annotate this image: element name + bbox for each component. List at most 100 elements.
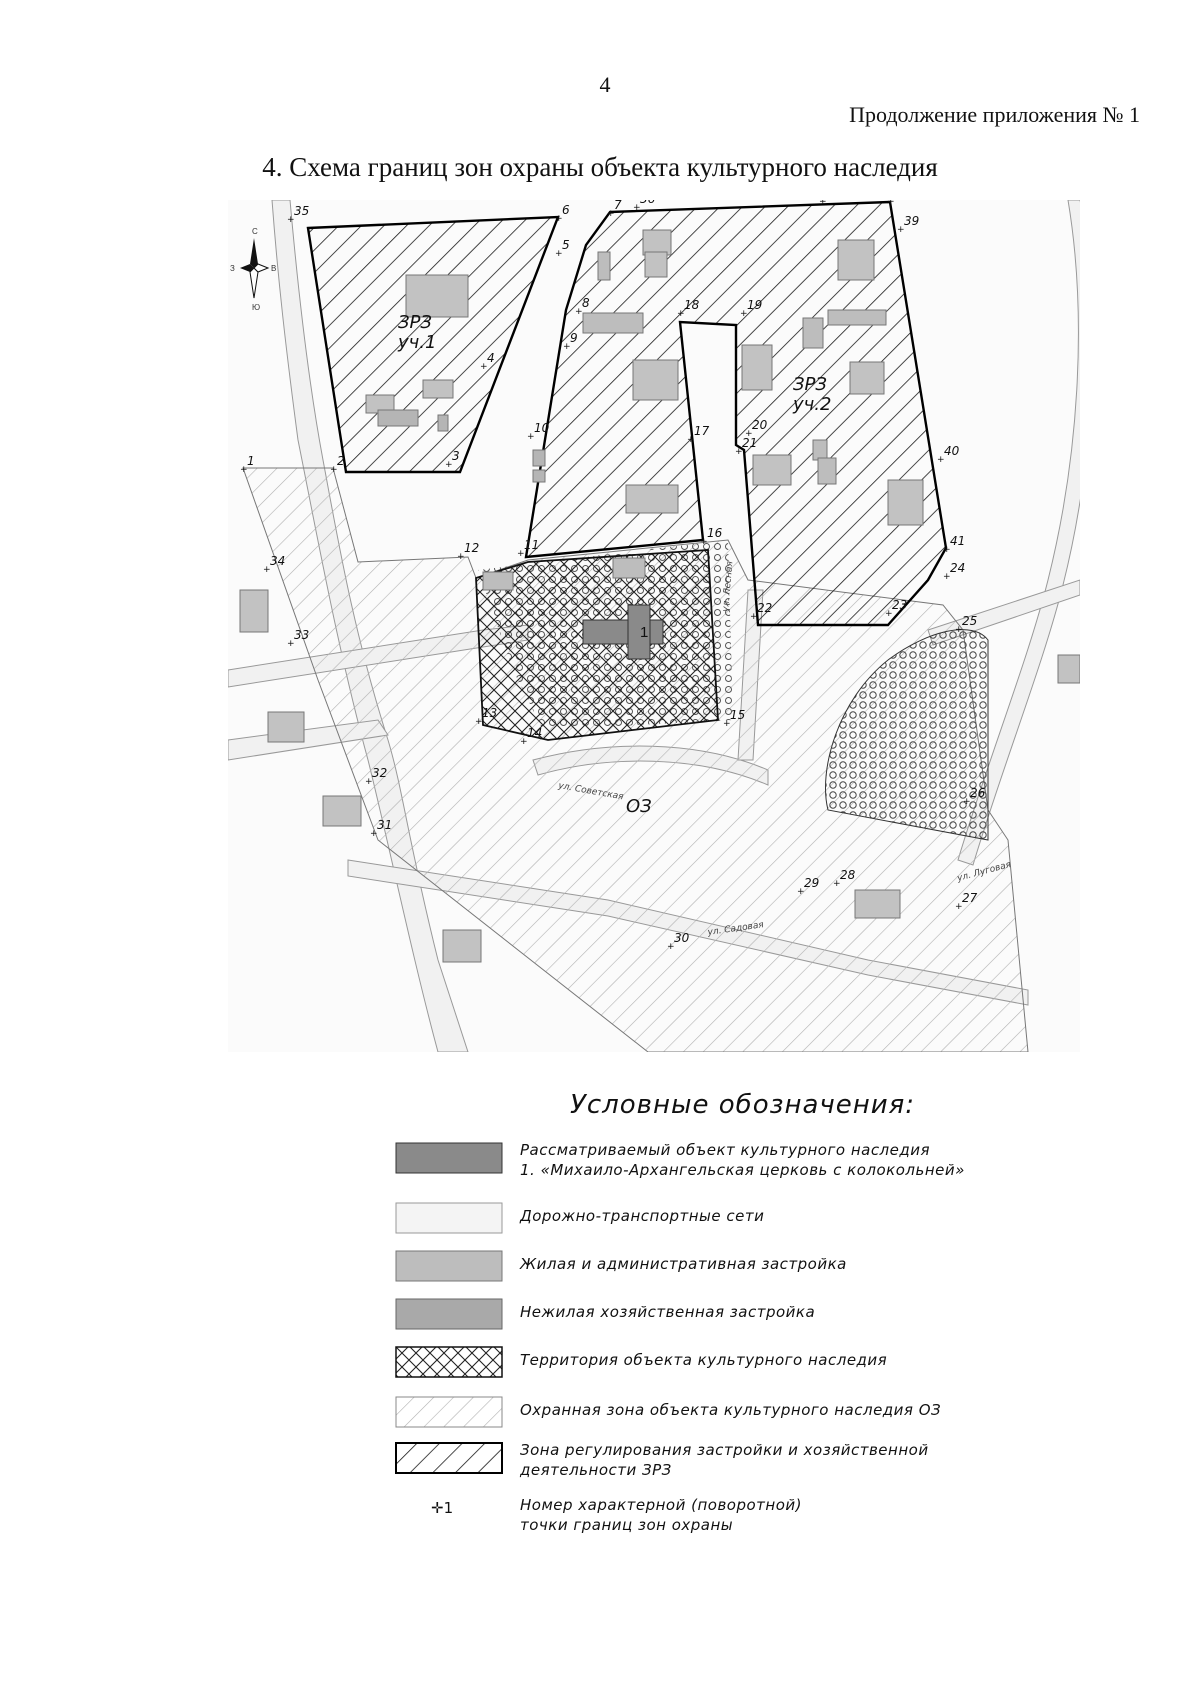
turning-point-label-11: 11	[524, 538, 539, 552]
turning-point-marker: +	[735, 447, 743, 457]
turning-point-marker: +	[365, 777, 373, 787]
map: 1 ЗРЗ уч.1 ЗРЗ уч.2 ОЗ ул. Советская ул.…	[228, 200, 1080, 1052]
turning-point-label-31: 31	[377, 818, 392, 832]
turning-point-marker: +	[240, 465, 248, 475]
legend-text-roads: Дорожно-транспортные сети	[520, 1207, 765, 1225]
turning-point-marker: +	[445, 460, 453, 470]
heritage-territory	[475, 549, 719, 741]
turning-point-marker: +	[480, 362, 488, 372]
zrz-1-label-line1: ЗРЗ	[398, 312, 432, 333]
legend-text-residential: Жилая и административная застройка	[520, 1255, 847, 1273]
turning-point-marker: +	[457, 552, 465, 562]
turning-point-marker: +	[797, 887, 805, 897]
turning-point-marker: +	[370, 829, 378, 839]
turning-point-marker: +	[520, 737, 528, 747]
turning-point-label-15: 15	[730, 708, 745, 722]
buildings	[239, 229, 1080, 963]
turning-point-label-4: 4	[487, 351, 495, 365]
legend-swatch-zrz	[395, 1442, 503, 1474]
turning-point-label-1: 1	[247, 454, 255, 468]
turning-point-marker: +	[667, 942, 675, 952]
turning-point-marker: +	[897, 225, 905, 235]
turning-point-label-40: 40	[944, 444, 960, 458]
turning-point-label-14: 14	[527, 726, 542, 740]
turning-point-marker: +	[287, 215, 295, 225]
compass-west: З	[230, 264, 235, 273]
turning-point-marker: +	[750, 612, 758, 622]
turning-point-marker: +	[563, 342, 571, 352]
legend-swatch-object	[395, 1142, 503, 1174]
turning-point-marker: +	[287, 639, 295, 649]
turning-point-marker: +	[833, 879, 841, 889]
legend-title: Условные обозначения:	[570, 1090, 916, 1120]
turning-point-label-27: 27	[962, 891, 978, 905]
turning-point-marker: +	[475, 717, 483, 727]
legend-text-oz: Охранная зона объекта культурного наслед…	[520, 1401, 942, 1419]
turning-point-label-5: 5	[562, 238, 570, 252]
turning-point-marker: +	[555, 249, 563, 259]
turning-point-label-28: 28	[840, 868, 856, 882]
turning-point-marker: +	[819, 200, 827, 207]
turning-point-label-17: 17	[694, 424, 710, 438]
compass-east: В	[271, 264, 276, 273]
turning-point-label-18: 18	[684, 298, 700, 312]
turning-point-label-35: 35	[294, 204, 309, 218]
turning-point-marker: +	[607, 209, 615, 219]
legend-text-object: Рассматриваемый объект культурного насле…	[520, 1141, 965, 1179]
legend-item-territory: Территория объекта культурного наследия	[395, 1344, 1035, 1384]
turning-point-label-33: 33	[294, 628, 309, 642]
turning-point-label-30: 30	[674, 931, 690, 945]
turning-point-marker: +	[575, 307, 583, 317]
turning-point-marker: +	[943, 545, 951, 555]
oz-label: ОЗ	[626, 796, 652, 817]
legend-item-object: Рассматриваемый объект культурного насле…	[395, 1140, 1035, 1180]
legend-text-point: Номер характерной (поворотной) точки гра…	[520, 1496, 802, 1534]
turning-point-label-39: 39	[904, 214, 919, 228]
turning-point-marker: +	[955, 902, 963, 912]
turning-point-marker: +	[677, 309, 685, 319]
turning-point-label-10: 10	[534, 421, 550, 435]
legend-text-territory: Территория объекта культурного наследия	[520, 1351, 888, 1369]
turning-point-marker: +	[943, 572, 951, 582]
legend-item-zrz: Зона регулирования застройки и хозяйстве…	[395, 1440, 1035, 1480]
turning-point-marker: +	[263, 565, 271, 575]
turning-point-label-6: 6	[562, 203, 570, 217]
legend-swatch-roads	[395, 1202, 503, 1234]
heritage-object-church	[582, 604, 664, 660]
legend-item-point: ✛1 Номер характерной (поворотной) точки …	[395, 1495, 1035, 1535]
turning-point-marker: +	[633, 203, 641, 213]
scheme-title: 4. Схема границ зон охраны объекта культ…	[262, 152, 938, 182]
compass-rose: С Ю В З	[230, 227, 276, 312]
turning-point-label-12: 12	[464, 541, 479, 555]
turning-point-marker: +	[555, 214, 563, 224]
legend-text-nonresidential: Нежилая хозяйственная застройка	[520, 1303, 816, 1321]
turning-point-icon: ✛1	[431, 1499, 454, 1517]
legend-item-roads: Дорожно-транспортные сети	[395, 1200, 1035, 1240]
legend-item-residential: Жилая и административная застройка	[395, 1248, 1035, 1288]
turning-point-marker: +	[955, 625, 963, 635]
turning-point-label-21: 21	[742, 436, 757, 450]
turning-point-label-22: 22	[757, 601, 772, 615]
turning-point-label-24: 24	[950, 561, 965, 575]
turning-point-label-26: 26	[970, 786, 986, 800]
turning-point-label-34: 34	[270, 554, 285, 568]
turning-point-label-7: 7	[614, 200, 622, 212]
legend-swatch-nonresidential	[395, 1298, 503, 1330]
turning-point-marker: +	[963, 797, 971, 807]
turning-point-label-29: 29	[804, 876, 819, 890]
turning-point-label-36: 36	[640, 200, 656, 206]
turning-point-label-25: 25	[962, 614, 977, 628]
turning-point-marker: +	[887, 200, 895, 207]
turning-point-marker: +	[745, 429, 753, 439]
turning-point-marker: +	[700, 537, 708, 547]
turning-point-label-19: 19	[747, 298, 762, 312]
compass-north: С	[252, 227, 258, 236]
turning-points: +1+2+3+4+5+6+7+8+9+10+11+12+13+14+15+16+…	[240, 200, 986, 952]
turning-point-marker: +	[330, 465, 338, 475]
legend-item-oz: Охранная зона объекта культурного наслед…	[395, 1394, 1035, 1434]
legend-swatch-residential	[395, 1250, 503, 1282]
turning-point-marker: +	[517, 549, 525, 559]
legend-swatch-oz	[395, 1396, 503, 1428]
zrz-2-label-line2: уч.2	[792, 394, 831, 415]
street-label-b: ул. Лесная	[721, 560, 736, 613]
